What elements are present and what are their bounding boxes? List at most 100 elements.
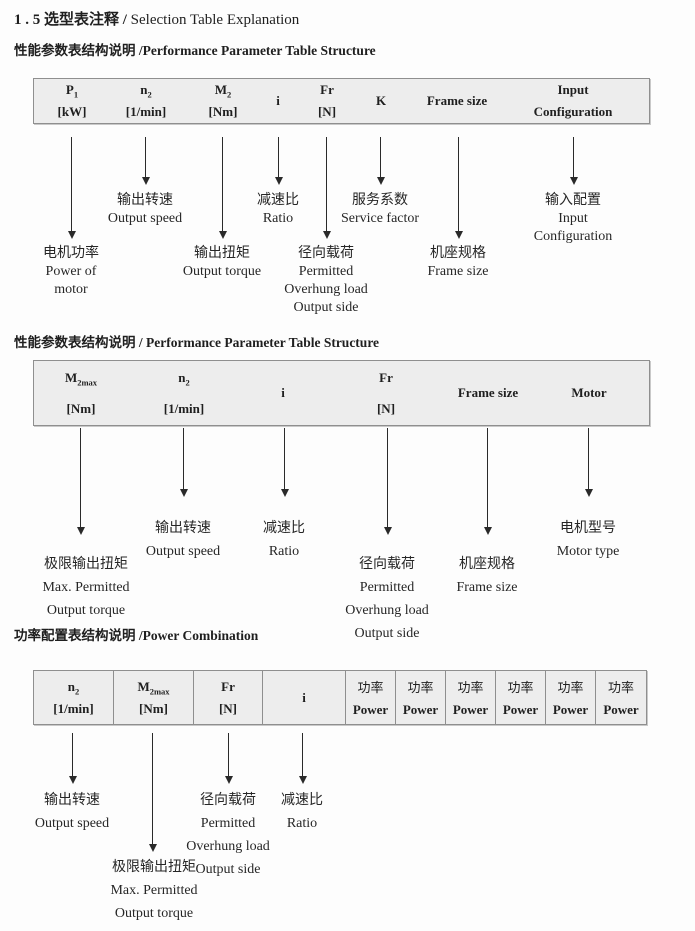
column-subscript: 2	[147, 89, 152, 100]
label-line: 机座规格	[430, 246, 486, 261]
label-line: 减速比	[257, 193, 299, 208]
column-subscript: 2max	[149, 686, 170, 697]
column-symbol: Frame size	[457, 385, 519, 400]
column-unit: [1/min]	[125, 104, 167, 119]
label-line: Power of	[45, 264, 97, 279]
label-line: Configuration	[533, 229, 613, 244]
table-column-power: 功率 Power	[396, 671, 446, 724]
label-line: 径向载荷	[200, 793, 256, 808]
annotation-service-factor: 服务系数 Service factor	[341, 192, 419, 228]
table-column-power: 功率 Power	[596, 671, 646, 724]
column-unit: [Nm]	[208, 104, 238, 119]
label-line: Motor type	[556, 544, 620, 559]
column-label-en: Power	[402, 702, 439, 717]
label-line: Output side	[195, 862, 261, 877]
power-combination-table-header: n2 [1/min] M2max [Nm] Fr [N] i 功率 Power …	[33, 670, 647, 725]
column-subscript: 2	[227, 89, 232, 100]
column-subscript: 1	[73, 89, 79, 100]
column-label-zh: 功率	[457, 680, 484, 695]
annotation-output-speed: 输出转速 Output speed	[35, 789, 109, 835]
column-symbol: Fr	[221, 678, 235, 694]
table-column-m2max: M2max [Nm]	[114, 671, 194, 724]
column-symbol: n2	[178, 369, 190, 388]
label-line: 输出转速	[43, 793, 100, 808]
column-label-en: Power	[603, 702, 639, 717]
column-symbol: M2max	[64, 369, 98, 388]
annotation-output-speed: 输出转速 Output speed	[146, 517, 220, 563]
table-column-p1: P1 [kW]	[58, 79, 87, 123]
arrow-down	[274, 137, 283, 185]
column-label-zh: 功率	[407, 680, 434, 695]
annotation-frame-size: 机座规格 Frame size	[427, 245, 488, 281]
column-label-zh: 功率	[357, 680, 384, 695]
label-line: Permitted	[359, 580, 415, 595]
label-line: 电机功率	[43, 246, 99, 261]
column-subscript: 2	[74, 686, 80, 697]
arrow-down	[76, 428, 85, 535]
label-line: 径向载荷	[298, 246, 354, 261]
label-line: 输入配置	[544, 193, 601, 208]
column-unit: Configuration	[533, 104, 613, 119]
column-symbol: i	[302, 689, 306, 705]
page-title-en: Selection Table Explanation	[130, 12, 300, 28]
arrow-down	[454, 137, 463, 239]
table-column-power: 功率 Power	[446, 671, 496, 724]
arrow-down	[280, 428, 289, 497]
arrow-down	[218, 137, 227, 239]
arrow-down	[383, 428, 392, 535]
label-line: 输出转速	[116, 193, 173, 208]
annotation-motor-type: 电机型号 Motor type	[557, 517, 620, 563]
table-column-n2: n2 [1/min]	[126, 79, 166, 123]
label-line: Overhung load	[186, 839, 270, 854]
performance-table-1-header: P1 [kW] n2 [1/min] M2 [Nm] i Fr [N] K Fr…	[33, 78, 650, 124]
label-line: Permitted	[200, 816, 256, 831]
label-line: motor	[54, 282, 88, 297]
table-column-fr: Fr [N]	[377, 361, 395, 425]
label-line: 输出转速	[154, 521, 211, 536]
column-symbol: Fr	[320, 82, 334, 97]
label-line: Frame size	[427, 264, 489, 279]
column-unit: [Nm]	[66, 400, 96, 416]
column-subscript: 2max	[77, 377, 98, 388]
table-column-frame-size: Frame size	[458, 361, 518, 425]
label-line: Service factor	[340, 211, 420, 226]
label-line: Output torque	[114, 906, 194, 921]
page-title: 1 . 5 选型表注释 / Selection Table Explanatio…	[14, 8, 299, 29]
table-column-power: 功率 Power	[546, 671, 596, 724]
annotation-ratio: 减速比 Ratio	[281, 789, 323, 835]
annotation-max-output-torque: 极限输出扭矩 Max. Permitted Output torque	[110, 856, 197, 925]
column-label-en: Power	[552, 702, 589, 717]
column-symbol: Motor	[571, 385, 607, 400]
arrow-down	[224, 733, 233, 784]
section3-heading: 功率配置表结构说明 /Power Combination	[14, 628, 259, 643]
table-column-i: i	[263, 671, 346, 724]
label-line: Max. Permitted	[42, 580, 130, 595]
label-line: Max. Permitted	[110, 883, 198, 898]
column-unit: [1/min]	[53, 700, 94, 716]
arrow-down	[179, 428, 188, 497]
arrow-down	[67, 137, 76, 239]
table-column-input-configuration: Input Configuration	[534, 79, 613, 123]
label-line: 服务系数	[352, 193, 408, 208]
arrow-down	[569, 137, 578, 185]
table-column-m2: M2 [Nm]	[209, 79, 238, 123]
column-unit: [N]	[317, 104, 337, 119]
arrow-down	[584, 428, 593, 497]
label-line: Output speed	[145, 544, 221, 559]
label-line: Output speed	[107, 211, 183, 226]
annotation-input-configuration: 输入配置 Input Configuration	[534, 192, 613, 246]
table-column-frame-size: Frame size	[427, 79, 487, 123]
table-column-i: i	[276, 79, 280, 123]
label-line: Input	[558, 211, 588, 226]
table-column-k: K	[376, 79, 386, 123]
column-label-en: Power	[502, 702, 539, 717]
label-line: 减速比	[281, 793, 323, 808]
column-symbol: n2	[67, 678, 80, 697]
label-line: Output side	[293, 300, 359, 315]
annotation-output-speed: 输出转速 Output speed	[108, 192, 182, 228]
label-line: 极限输出扭矩	[111, 860, 196, 875]
annotation-frame-size: 机座规格 Frame size	[456, 553, 517, 599]
label-line: 电机型号	[559, 521, 616, 536]
label-line: 减速比	[263, 521, 305, 536]
